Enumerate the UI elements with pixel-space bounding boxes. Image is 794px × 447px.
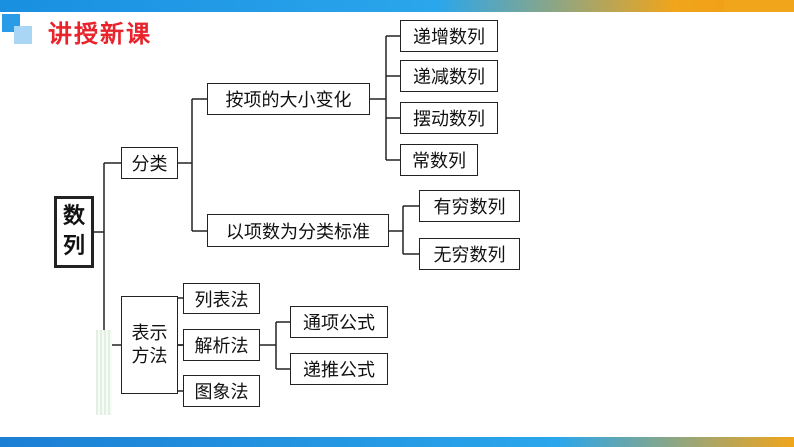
node-graph-method: 图象法: [183, 375, 260, 407]
node-by-count: 以项数为分类标准: [207, 214, 389, 247]
bottom-accent-bar: [0, 437, 794, 447]
node-decreasing-label: 递减数列: [413, 67, 485, 88]
corner-decoration-icon: [2, 14, 32, 44]
node-infinite-label: 无穷数列: [433, 245, 506, 266]
node-general-term-formula-label: 通项公式: [303, 313, 375, 334]
page-title: 讲授新课: [48, 20, 152, 48]
node-general-term-formula: 通项公式: [290, 306, 388, 338]
node-increasing: 递增数列: [400, 20, 498, 52]
node-recursive-formula: 递推公式: [290, 353, 388, 385]
node-representation: 表示方法: [121, 296, 178, 394]
top-accent-bar: [0, 0, 794, 12]
node-by-count-label: 以项数为分类标准: [226, 221, 370, 243]
node-representation-label: 表示方法: [131, 323, 168, 367]
node-oscillating-label: 摆动数列: [413, 109, 485, 130]
node-decreasing: 递减数列: [400, 60, 498, 92]
node-by-size-label: 按项的大小变化: [225, 90, 352, 111]
node-graph-method-label: 图象法: [194, 382, 249, 403]
node-classify-label: 分类: [131, 154, 168, 175]
node-finite: 有穷数列: [419, 190, 520, 222]
root-label: 数列: [62, 204, 85, 259]
node-finite-label: 有穷数列: [433, 197, 506, 218]
node-increasing-label: 递增数列: [413, 27, 485, 48]
top-accent-bar-yellow: [724, 0, 794, 12]
node-by-size: 按项的大小变化: [207, 83, 370, 115]
node-analytic-method: 解析法: [183, 329, 260, 361]
node-table-method-label: 列表法: [194, 289, 249, 311]
root-node-sequence: 数列: [54, 196, 94, 268]
node-constant: 常数列: [400, 144, 478, 176]
node-table-method: 列表法: [183, 283, 260, 314]
node-constant-label: 常数列: [412, 151, 466, 172]
node-infinite: 无穷数列: [419, 238, 520, 270]
node-classify: 分类: [121, 147, 178, 179]
node-recursive-formula-label: 递推公式: [303, 360, 375, 381]
node-oscillating: 摆动数列: [400, 102, 498, 134]
decorative-stripe: [96, 330, 112, 415]
node-analytic-method-label: 解析法: [194, 336, 249, 357]
